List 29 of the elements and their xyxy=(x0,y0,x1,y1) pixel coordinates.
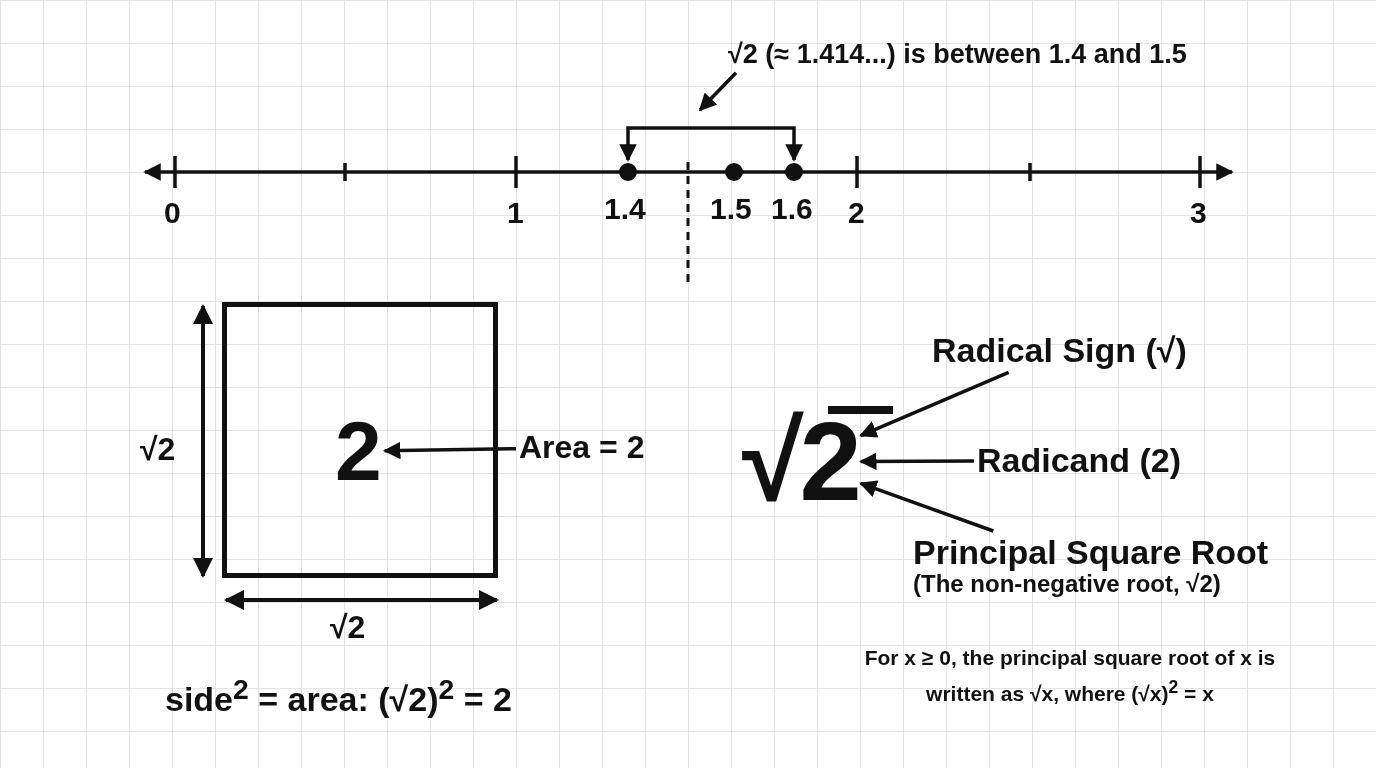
tick-label: 2 xyxy=(848,196,865,229)
area-value: 2 xyxy=(335,405,382,498)
radical-expression: √2 xyxy=(742,400,858,524)
bracket-arrow xyxy=(619,126,803,162)
arrow xyxy=(859,452,974,471)
tick-label: 1.4 xyxy=(604,192,646,225)
arrow xyxy=(859,480,994,533)
arrow xyxy=(382,441,517,460)
area-label: Area = 2 xyxy=(519,430,645,466)
subtext: (The non-negative root, √2) xyxy=(913,571,1222,598)
formula-text: side$^{2}$ = area: (√2)$^{2}$ = 2 xyxy=(165,674,512,719)
tick-label: 1.5 xyxy=(710,192,752,225)
tick-label: 3 xyxy=(1190,196,1207,229)
tick-label: 1.6 xyxy=(771,192,813,225)
radical-sign-label: Radical Sign (√) xyxy=(932,332,1187,370)
note-text: For x ≥ 0, the principal square root of x is written as √x, where (√x)$^{2}$ = x xyxy=(863,645,1277,707)
arrow xyxy=(859,370,1010,438)
heading-text: Principal Square Root xyxy=(913,534,1269,572)
side-length-label: √2 xyxy=(140,432,176,468)
tick-label: 0 xyxy=(164,196,181,229)
radicand-label: Radicand (2) xyxy=(977,442,1182,480)
arrow xyxy=(698,71,738,112)
tick-label: 1 xyxy=(507,196,524,229)
point-dot xyxy=(725,163,743,181)
callout-text: √2 (≈ 1.414...) is between 1.4 and 1.5 xyxy=(728,40,1187,70)
square-box xyxy=(222,302,498,578)
point-dot xyxy=(619,163,637,181)
side-length-label: √2 xyxy=(330,610,366,646)
point-dot xyxy=(785,163,803,181)
